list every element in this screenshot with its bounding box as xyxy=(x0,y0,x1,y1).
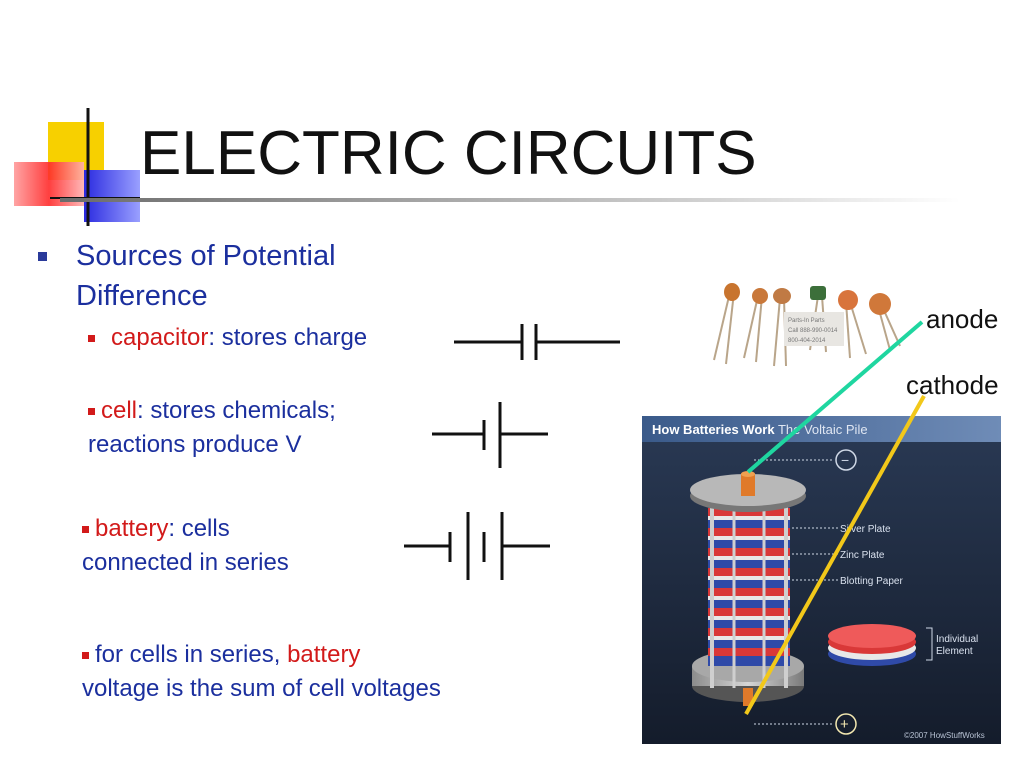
plus-terminal-icon: + xyxy=(840,716,849,733)
capacitor-desc: : stores charge xyxy=(208,324,368,351)
series-note-pre: for cells in series, xyxy=(95,641,288,668)
battery-term: battery xyxy=(95,515,169,542)
capacitor-term: capacitor xyxy=(111,324,209,351)
cell-symbol xyxy=(432,402,548,468)
bullet-red-icon xyxy=(88,408,95,416)
image-header-bold: How Batteries Work xyxy=(652,422,775,437)
anode-label: anode xyxy=(926,304,999,334)
bullet-red-icon xyxy=(82,526,89,534)
cathode-label: cathode xyxy=(906,370,999,400)
series-note-term: battery xyxy=(287,641,361,668)
callout-silver-plate: Silver Plate xyxy=(840,524,891,535)
battery-desc: : cells xyxy=(168,515,230,542)
element-label-1: Individual xyxy=(936,634,978,645)
bullet-square-icon xyxy=(38,252,47,261)
capacitor-photo: Parts-In Parts Call 888-990-0014 800-404… xyxy=(713,283,901,367)
cell-desc: : stores chemicals; xyxy=(137,397,336,424)
main-bullet-text: Sources of Potential Difference xyxy=(76,240,336,312)
title-rule xyxy=(60,198,960,202)
anode-pointer-line xyxy=(746,320,924,474)
battery-desc-line2: connected in series xyxy=(82,549,289,576)
cell-desc-line2: reactions produce V xyxy=(88,431,302,458)
svg-text:How Batteries Work The Voltaic: How Batteries Work The Voltaic Pile xyxy=(652,422,868,437)
bullet-red-icon xyxy=(88,335,95,343)
photo-label-2: Call 888-990-0014 xyxy=(788,328,838,334)
bullet-red-icon xyxy=(82,652,89,660)
page-title: ELECTRIC CIRCUITS xyxy=(140,119,757,188)
element-label-2: Element xyxy=(936,646,973,657)
callout-blotting-paper: Blotting Paper xyxy=(840,576,903,587)
photo-label-3: 800-404-2014 xyxy=(788,338,826,344)
image-copyright: ©2007 HowStuffWorks xyxy=(904,731,985,740)
callout-zinc-plate: Zinc Plate xyxy=(840,550,885,561)
cell-term: cell xyxy=(101,397,138,424)
series-note-line2: voltage is the sum of cell voltages xyxy=(82,675,441,702)
capacitor-item: capacitor: stores charge xyxy=(88,324,367,352)
voltaic-pile-image: How Batteries Work The Voltaic Pile xyxy=(642,416,1001,744)
photo-label-1: Parts-In Parts xyxy=(788,318,825,324)
capacitor-symbol xyxy=(454,324,620,360)
series-note: for cells in series, battery voltage is … xyxy=(82,638,441,706)
cell-item: cell: stores chemicals; reactions produc… xyxy=(88,394,336,462)
image-header-rest: The Voltaic Pile xyxy=(775,422,868,437)
battery-item: battery: cells connected in series xyxy=(82,512,289,580)
voltaic-pile-illustration: How Batteries Work The Voltaic Pile xyxy=(642,416,1001,744)
battery-symbol xyxy=(404,512,550,580)
cathode-pointer-line xyxy=(744,395,926,715)
minus-terminal-icon: − xyxy=(841,452,849,468)
